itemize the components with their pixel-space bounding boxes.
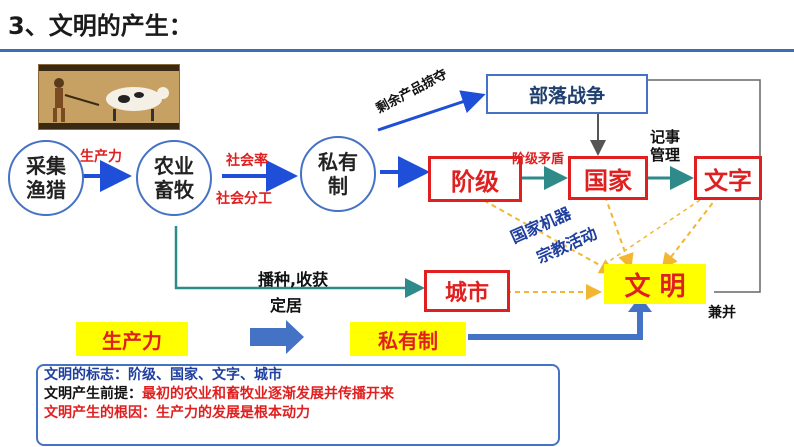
title-underline [0,49,794,52]
node-private-ownership: 私有制 [300,136,376,212]
summary-line-premise: 文明产生前提：最初的农业和畜牧业逐渐发展并传播开来 [44,386,394,402]
label-annex: 兼并 [708,305,736,321]
label-social-rate: 社会率 [226,153,268,169]
label-settle: 定居 [270,296,303,315]
label-social-division: 社会分工 [216,191,272,207]
bottom-private-system: 私有制 [350,322,466,356]
label-class-conflict: 阶级矛盾 [512,152,565,167]
bottom-productivity: 生产力 [76,322,188,356]
label-record-manage: 记事管理 [650,128,681,164]
node-writing: 文字 [694,156,762,200]
summary-line-root-cause: 文明产生的根因：生产力的发展是根本动力 [44,405,310,421]
node-tribal-war: 部落战争 [486,74,648,114]
node-state: 国家 [568,156,648,200]
egyptian-farming-image [38,64,180,130]
node-city: 城市 [424,270,510,312]
node-civilization: 文 明 [604,264,706,304]
summary-premise-text: 最初的农业和畜牧业逐渐发展并传播开来 [142,386,394,402]
summary-box: 文明的标志：阶级、国家、文字、城市 文明产生前提：最初的农业和畜牧业逐渐发展并传… [36,364,560,446]
page-title: 3、文明的产生： [8,12,193,40]
label-productivity: 生产力 [80,149,122,165]
node-gathering-fishing: 采集渔猎 [8,140,84,216]
label-sowing-harvest: 播种,收获 [258,270,329,289]
summary-line-markers: 文明的标志：阶级、国家、文字、城市 [44,367,282,383]
node-class: 阶级 [428,156,522,202]
node-agriculture-husbandry: 农业畜牧 [136,140,212,216]
